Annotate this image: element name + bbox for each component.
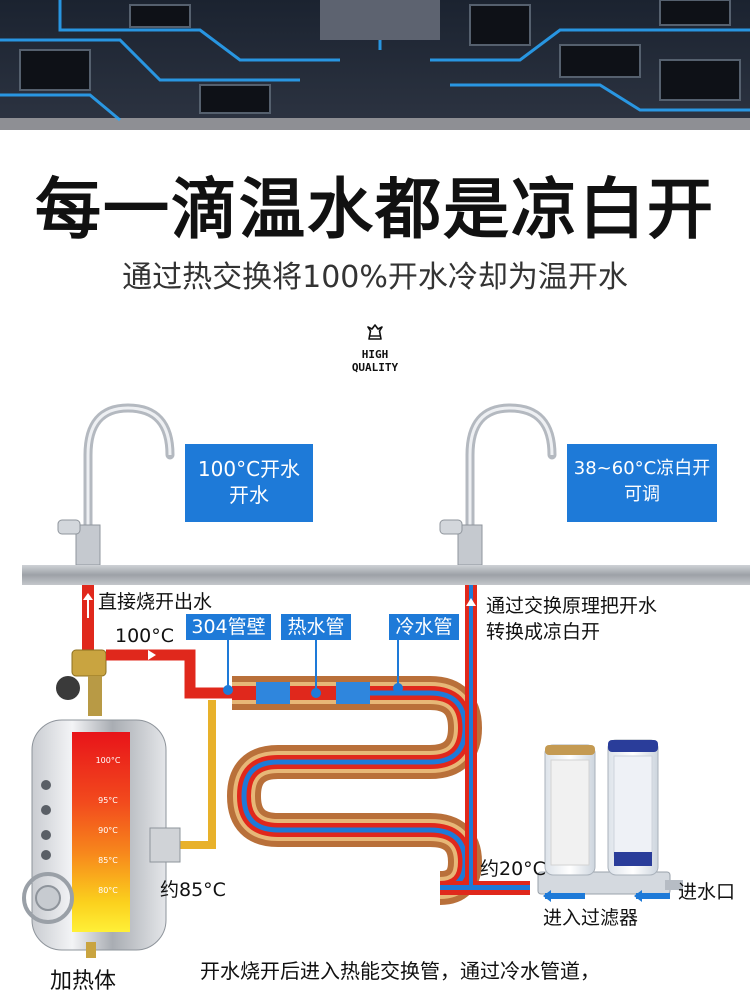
circuit-banner: [0, 0, 750, 130]
hot-faucet: [57, 403, 175, 566]
inlet-label: 进水口: [678, 881, 736, 903]
cooled-water-riser: [465, 585, 477, 885]
warm-faucet: [439, 403, 557, 566]
hot-feed-pipe: [106, 649, 232, 699]
temp-20-label: 约20°C: [480, 858, 546, 880]
tank-level-100: 100°C: [95, 756, 121, 765]
subline: 通过热交换将100%开水冷却为温开水: [122, 260, 628, 295]
boiling-water-box: 100°C开水 开水: [185, 444, 313, 522]
cool-water-subtitle: 可调: [624, 484, 660, 505]
tank-level-85: 85°C: [98, 856, 118, 865]
tank-level-80: 80°C: [98, 886, 118, 895]
direct-boil-label: 直接烧开出水: [98, 591, 213, 613]
heater-tank: [22, 719, 181, 958]
cool-water-box: 38~60°C凉白开 可调: [567, 444, 717, 522]
headline: 每一滴温水都是凉白开: [35, 171, 715, 248]
bottom-description: 开水烧开后进入热能交换管，通过冷水管道，: [200, 959, 600, 983]
wall-304-tag: 304管壁: [186, 614, 271, 640]
temp-85-label: 约85°C: [160, 879, 226, 901]
heat-exchanger-coil: [227, 676, 482, 905]
tank-level-95: 95°C: [98, 796, 118, 805]
temp-100-label: 100°C: [115, 625, 175, 647]
warm-return-pipe: [178, 700, 216, 849]
countertop: [22, 565, 750, 585]
boiling-water-title: 100°C开水: [197, 457, 301, 481]
quality-badge: HIGH QUALITY: [335, 322, 415, 374]
callout-leaders: [227, 640, 399, 692]
cool-water-title: 38~60°C凉白开: [573, 458, 711, 479]
hot-pipe-tag: 热水管: [281, 614, 351, 640]
filter-label: 进入过滤器: [543, 907, 639, 929]
filter-cartridges: [537, 739, 683, 895]
inlet-flow: [543, 890, 670, 902]
chess-king-icon: [367, 324, 383, 340]
tank-level-90: 90°C: [98, 826, 118, 835]
heater-label: 加热体: [50, 969, 117, 994]
valve-assembly: [56, 649, 107, 716]
quality-text: HIGH QUALITY: [351, 348, 399, 374]
cold-sleeve-2: [336, 682, 370, 704]
hot-outlet-pipe: [82, 585, 94, 650]
cold-sleeve-1: [256, 682, 290, 704]
cold-pipe-tag: 冷水管: [389, 614, 459, 640]
exchange-label-2: 转换成凉白开: [486, 621, 601, 643]
exchange-label-1: 通过交换原理把开水: [486, 595, 658, 617]
boiling-water-subtitle: 开水: [229, 483, 269, 507]
